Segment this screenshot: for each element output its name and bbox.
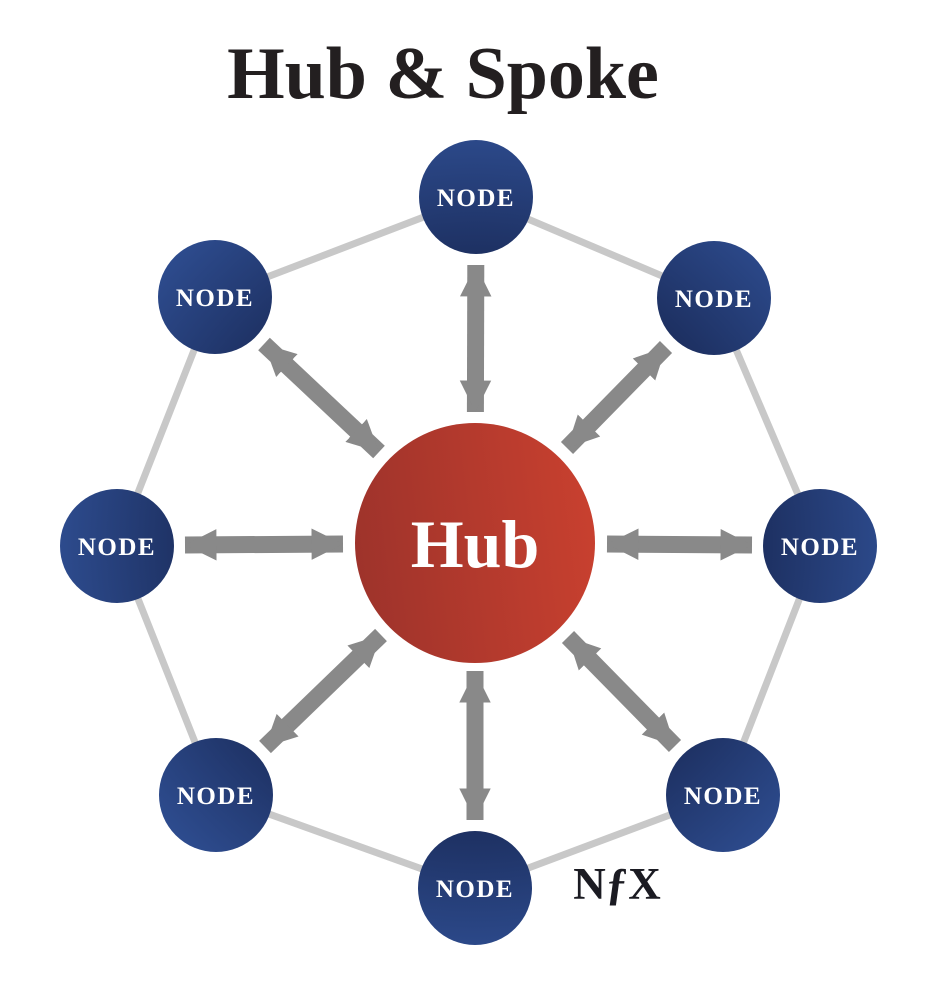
node-circle-bottom — [418, 831, 532, 945]
node-circle-right — [763, 489, 877, 603]
node-circle-bottom-left — [159, 738, 273, 852]
spoke-arrow-top-left — [258, 337, 385, 459]
node-label-bottom-right: NODE — [684, 783, 762, 810]
node-label-top-right: NODE — [675, 286, 753, 313]
node-label-right: NODE — [781, 534, 859, 561]
spoke-arrow-bottom-right — [561, 631, 682, 752]
nfx-logo: NƒX — [573, 859, 661, 909]
node-label-bottom: NODE — [436, 876, 514, 903]
hub-circle — [355, 423, 595, 663]
node-circle-left — [60, 489, 174, 603]
node-circle-top-left — [158, 240, 272, 354]
node-label-left: NODE — [78, 534, 156, 561]
node-circle-top-right — [657, 241, 771, 355]
node-circle-top — [419, 140, 533, 254]
node-label-top: NODE — [437, 185, 515, 212]
node-label-top-left: NODE — [176, 285, 254, 312]
spoke-arrow-top-right — [560, 341, 673, 454]
node-circle-bottom-right — [666, 738, 780, 852]
page-title: Hub & Spoke — [227, 33, 659, 115]
node-label-bottom-left: NODE — [177, 783, 255, 810]
spoke-arrow-right — [606, 528, 753, 561]
hub-label: Hub — [411, 506, 540, 582]
spoke-arrow-left — [184, 528, 344, 561]
spoke-arrow-bottom-left — [259, 628, 387, 754]
